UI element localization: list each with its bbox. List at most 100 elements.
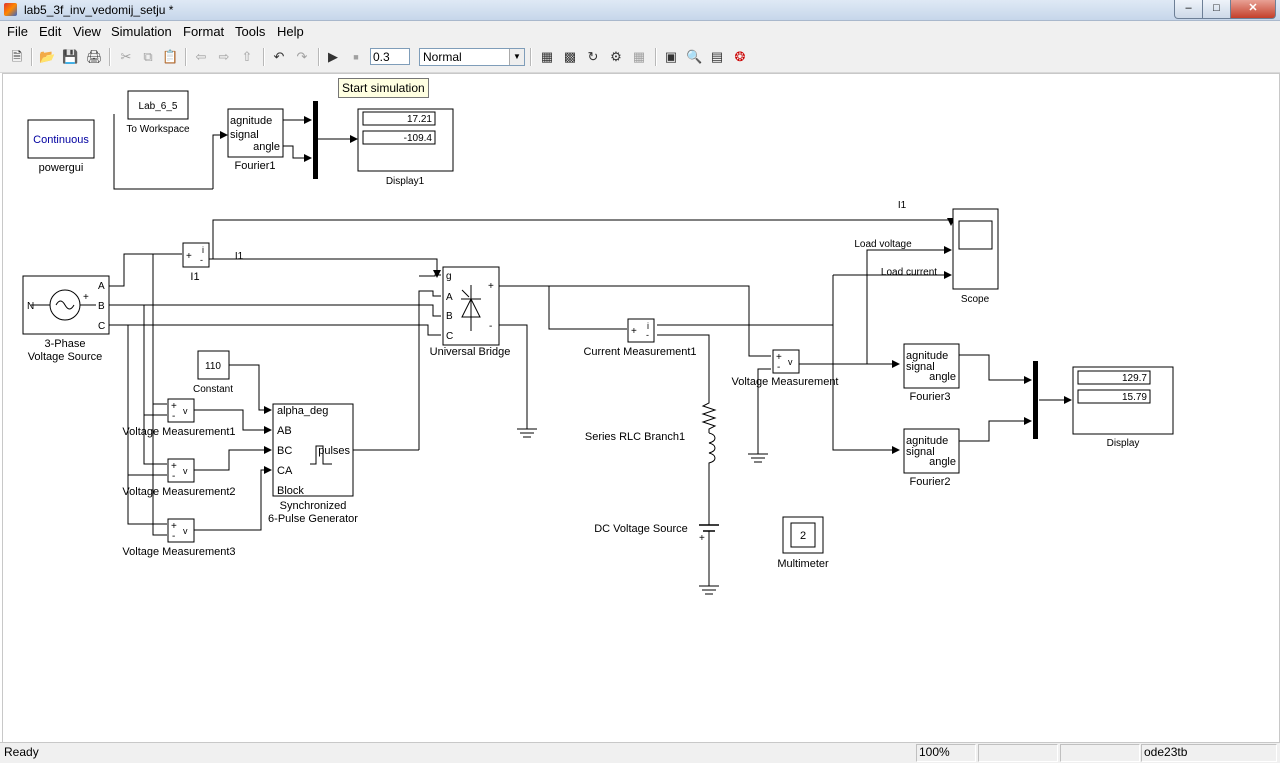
print-icon[interactable]: 🖨 <box>86 49 103 64</box>
series-rlc-branch-block[interactable]: Series RLC Branch1 <box>585 396 717 466</box>
fourier1-block[interactable]: agnitude signal angle Fourier1 <box>227 108 284 172</box>
start-simulation-icon[interactable]: ▶ <box>328 49 338 64</box>
to-workspace-block[interactable]: Lab_6_5 To Workspace <box>126 90 190 135</box>
title-bar: lab5_3f_inv_vedomij_setju * <box>0 0 1280 21</box>
voltage-measurement2-block[interactable]: + - v Voltage Measurement2 <box>122 458 236 498</box>
new-model-icon[interactable]: 🗎 <box>11 49 23 64</box>
i1-minus: - <box>200 255 203 265</box>
cm1-plus: + <box>631 326 637 337</box>
pg-out-pulses: pulses <box>318 445 350 457</box>
open-icon[interactable]: 📂 <box>39 49 56 64</box>
chevron-down-icon[interactable]: ▼ <box>509 49 524 65</box>
save-icon[interactable]: 💾 <box>62 49 79 64</box>
undo-icon[interactable]: ↶ <box>273 49 285 64</box>
menu-view[interactable]: View <box>73 24 101 39</box>
vm2-plus: + <box>171 461 177 472</box>
model-canvas[interactable]: Continuous powergui Lab_6_5 To Workspace… <box>2 73 1280 743</box>
pg-in-bc: BC <box>277 445 292 457</box>
mux2-block[interactable] <box>1033 361 1038 439</box>
dc-voltage-source-block[interactable]: + DC Voltage Source <box>594 504 719 546</box>
library-disabled-icon[interactable]: ▦ <box>632 49 646 64</box>
pulse-generator-block[interactable]: alpha_deg AB BC CA Block pulses Synchron… <box>268 403 358 525</box>
rlc-label: Series RLC Branch1 <box>585 431 685 443</box>
dc-source-label: DC Voltage Source <box>594 523 688 535</box>
vm2-label: Voltage Measurement2 <box>122 486 235 498</box>
i1-current-measurement-block[interactable]: + i - I1 <box>182 242 210 283</box>
fourier2-signal: signal <box>906 446 935 458</box>
simulation-mode-select[interactable]: Normal ▼ <box>419 48 525 66</box>
mux1-block[interactable] <box>313 101 318 179</box>
fourier2-block[interactable]: agnitude signal angle Fourier2 <box>903 428 960 488</box>
display1-block[interactable]: 17.21 -109.4 Display1 <box>357 108 454 187</box>
scope-label: Scope <box>961 294 990 305</box>
model-browser-icon[interactable]: ▤ <box>710 49 724 64</box>
library-browser-icon[interactable]: 🔍 <box>686 49 703 64</box>
toolbar-separator <box>318 48 320 66</box>
window-title: lab5_3f_inv_vedomij_setju * <box>24 3 174 17</box>
stop-simulation-icon[interactable]: ■ <box>353 52 359 62</box>
back-icon[interactable]: ⇦ <box>195 49 207 64</box>
wire-f1-angle <box>283 145 312 162</box>
multimeter-value: 2 <box>800 530 806 542</box>
current-measurement1-block[interactable]: + i - Current Measurement1 <box>583 318 697 358</box>
multimeter-block[interactable]: 2 Multimeter <box>777 516 829 570</box>
display1-value2: -109.4 <box>404 133 433 144</box>
status-pane-empty-2 <box>1060 744 1140 762</box>
source-label-2: Voltage Source <box>28 351 103 363</box>
paste-icon[interactable]: 📋 <box>162 49 179 64</box>
block-diagram[interactable]: Continuous powergui Lab_6_5 To Workspace… <box>3 74 1279 742</box>
status-bar: Ready 100% ode23tb <box>0 742 1280 763</box>
three-phase-source-block[interactable]: N + A B C 3-Phase Voltage Source <box>22 275 110 363</box>
source-plus-sign: + <box>83 292 89 303</box>
i1-plus: + <box>186 251 192 262</box>
forward-icon[interactable]: ⇨ <box>218 49 230 64</box>
refresh-icon[interactable]: ↻ <box>587 49 599 64</box>
minimize-button[interactable]: – <box>1174 0 1203 19</box>
multimeter-label: Multimeter <box>777 558 829 570</box>
up-level-icon[interactable]: ⇧ <box>241 49 253 64</box>
incremental-build-icon[interactable]: ⚙ <box>610 49 622 64</box>
maximize-button[interactable]: □ <box>1202 0 1231 19</box>
close-button[interactable]: ✕ <box>1230 0 1276 19</box>
solver-pane: ode23tb <box>1141 744 1277 762</box>
zoom-pane: 100% <box>916 744 976 762</box>
constant-block[interactable]: 110 Constant <box>193 350 233 395</box>
menu-file[interactable]: File <box>7 24 28 39</box>
scope-block[interactable]: Scope <box>952 208 999 305</box>
build-icon[interactable]: ▦ <box>540 49 554 64</box>
display-value1: 129.7 <box>1122 373 1147 384</box>
cut-icon[interactable]: ✂ <box>120 49 132 64</box>
menu-edit[interactable]: Edit <box>39 24 62 39</box>
menu-format[interactable]: Format <box>183 24 225 39</box>
redo-icon[interactable]: ↷ <box>296 49 308 64</box>
fourier3-block[interactable]: agnitude signal angle Fourier3 <box>903 343 960 403</box>
vm2-minus: - <box>172 471 175 482</box>
bridge-label: Universal Bridge <box>430 346 511 358</box>
fourier2-magnitude: agnitude <box>906 435 948 447</box>
ground-icon <box>748 439 768 463</box>
stop-time-input[interactable]: 0.3 <box>370 48 410 65</box>
menu-simulation[interactable]: Simulation <box>111 24 172 39</box>
menu-help[interactable]: Help <box>277 24 304 39</box>
wire-dc-minus <box>499 324 528 414</box>
model-explorer-icon[interactable]: ▣ <box>664 49 678 64</box>
bridge-port-a: A <box>446 292 453 303</box>
copy-icon[interactable]: ⧉ <box>143 49 153 64</box>
update-diagram-icon[interactable]: ▩ <box>563 49 577 64</box>
source-port-c: C <box>98 321 105 332</box>
wire-load-voltage-scope <box>799 246 952 365</box>
voltage-measurement3-block[interactable]: + - v Voltage Measurement3 <box>122 518 236 558</box>
signal-label-i1: I1 <box>235 251 244 262</box>
ground-icon <box>699 581 719 595</box>
debug-icon[interactable]: ❂ <box>734 49 746 64</box>
menu-tools[interactable]: Tools <box>235 24 266 39</box>
universal-bridge-block[interactable]: g A B C + - Universal Bridge <box>430 266 511 358</box>
wire-vm-ground <box>757 368 771 439</box>
pulse-gen-label-2: 6-Pulse Generator <box>268 513 358 525</box>
powergui-block[interactable]: Continuous powergui <box>27 119 95 174</box>
voltage-measurement-block[interactable]: + - v Voltage Measurement <box>731 349 839 388</box>
toolbar-separator <box>31 48 33 66</box>
voltage-measurement1-block[interactable]: + - v Voltage Measurement1 <box>122 398 236 438</box>
display-block[interactable]: 129.7 15.79 Display <box>1072 366 1174 449</box>
wire-c-vm3 <box>127 475 167 525</box>
